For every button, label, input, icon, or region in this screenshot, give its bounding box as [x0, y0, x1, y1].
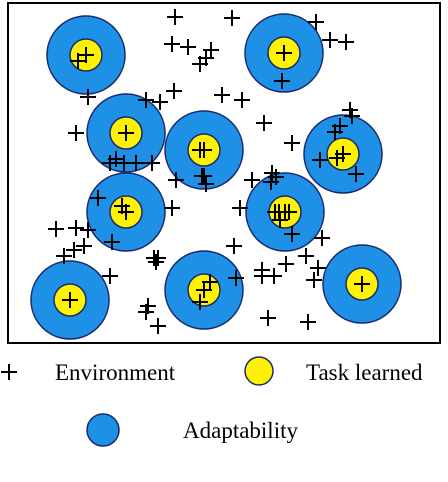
environment-plus — [68, 125, 84, 141]
environment-plus — [56, 248, 72, 264]
environment-plus — [104, 234, 120, 250]
blue-circle-icon — [86, 413, 120, 447]
plus-icon — [1, 364, 17, 380]
environment-plus — [138, 92, 154, 108]
environment-plus — [310, 260, 326, 276]
environment-plus — [150, 318, 166, 334]
environment-plus — [152, 94, 168, 110]
legend-task-label: Task learned — [306, 360, 423, 385]
environment-plus — [344, 108, 360, 124]
legend-task: Task learned — [244, 356, 423, 386]
environment-plus — [66, 242, 82, 258]
environment-plus — [312, 152, 328, 168]
environment-plus — [244, 172, 260, 188]
environment-plus — [164, 200, 180, 216]
environment-plus — [322, 32, 338, 48]
environment-plus — [284, 226, 300, 242]
environment-plus — [144, 155, 160, 171]
environment-plus — [68, 220, 84, 236]
environment-plus — [226, 238, 242, 254]
environment-plus — [354, 276, 370, 292]
environment-plus — [214, 87, 230, 103]
environment-plus — [164, 36, 180, 52]
environment-plus — [276, 45, 292, 61]
environment-plus — [266, 268, 282, 284]
environment-plus — [196, 168, 212, 184]
environment-plus — [90, 190, 106, 206]
legend-adaptability: Adaptability — [86, 413, 298, 447]
legend-adaptability-label: Adaptability — [183, 418, 298, 443]
environment-plus — [76, 238, 92, 254]
yellow-circle-icon — [244, 356, 274, 386]
environment-plus — [80, 222, 96, 238]
environment-plus — [118, 125, 134, 141]
environment-plus — [114, 198, 130, 214]
environment-plus — [202, 274, 218, 290]
environment-plus — [166, 83, 182, 99]
environment-plus — [167, 9, 183, 25]
environment-plus — [264, 165, 280, 181]
environment-plus — [338, 34, 354, 50]
environment-plus — [198, 176, 214, 192]
environment-plus — [198, 50, 214, 66]
environment-plus — [228, 270, 244, 286]
environment-plus — [102, 268, 118, 284]
environment-plus — [48, 221, 64, 237]
environment-markers — [48, 9, 370, 334]
environment-plus — [108, 151, 124, 167]
environment-plus — [260, 310, 276, 326]
environment-plus — [300, 314, 316, 330]
environment-plus — [329, 150, 345, 166]
environment-plus — [224, 10, 240, 26]
environment-plus — [168, 172, 184, 188]
environment-plus — [348, 166, 364, 182]
environment-plus — [80, 89, 96, 105]
environment-plus — [281, 204, 297, 220]
environment-plus — [62, 292, 78, 308]
environment-plus — [192, 294, 208, 310]
environment-plus — [306, 272, 322, 288]
environment-plus — [232, 200, 248, 216]
environment-plus — [268, 169, 284, 185]
environment-plus — [274, 73, 290, 89]
environment-plus — [314, 230, 330, 246]
environment-plus — [284, 135, 300, 151]
environment-plus — [308, 14, 324, 30]
environment-plus — [278, 256, 294, 272]
environment-plus — [234, 92, 250, 108]
environment-plus — [70, 53, 86, 69]
legend: Environment Task learned Adaptability — [1, 356, 423, 447]
environment-plus — [150, 250, 166, 266]
environment-plus — [298, 248, 314, 264]
environment-plus — [192, 142, 208, 158]
environment-plus — [148, 254, 164, 270]
environment-plus — [332, 118, 348, 134]
environment-plus — [128, 155, 144, 171]
environment-plus — [272, 212, 288, 228]
environment-plus — [180, 39, 196, 55]
environment-plus — [256, 115, 272, 131]
environment-plus — [138, 304, 154, 320]
environment-frame — [7, 2, 441, 344]
legend-environment: Environment — [1, 360, 176, 385]
legend-environment-label: Environment — [55, 360, 176, 385]
